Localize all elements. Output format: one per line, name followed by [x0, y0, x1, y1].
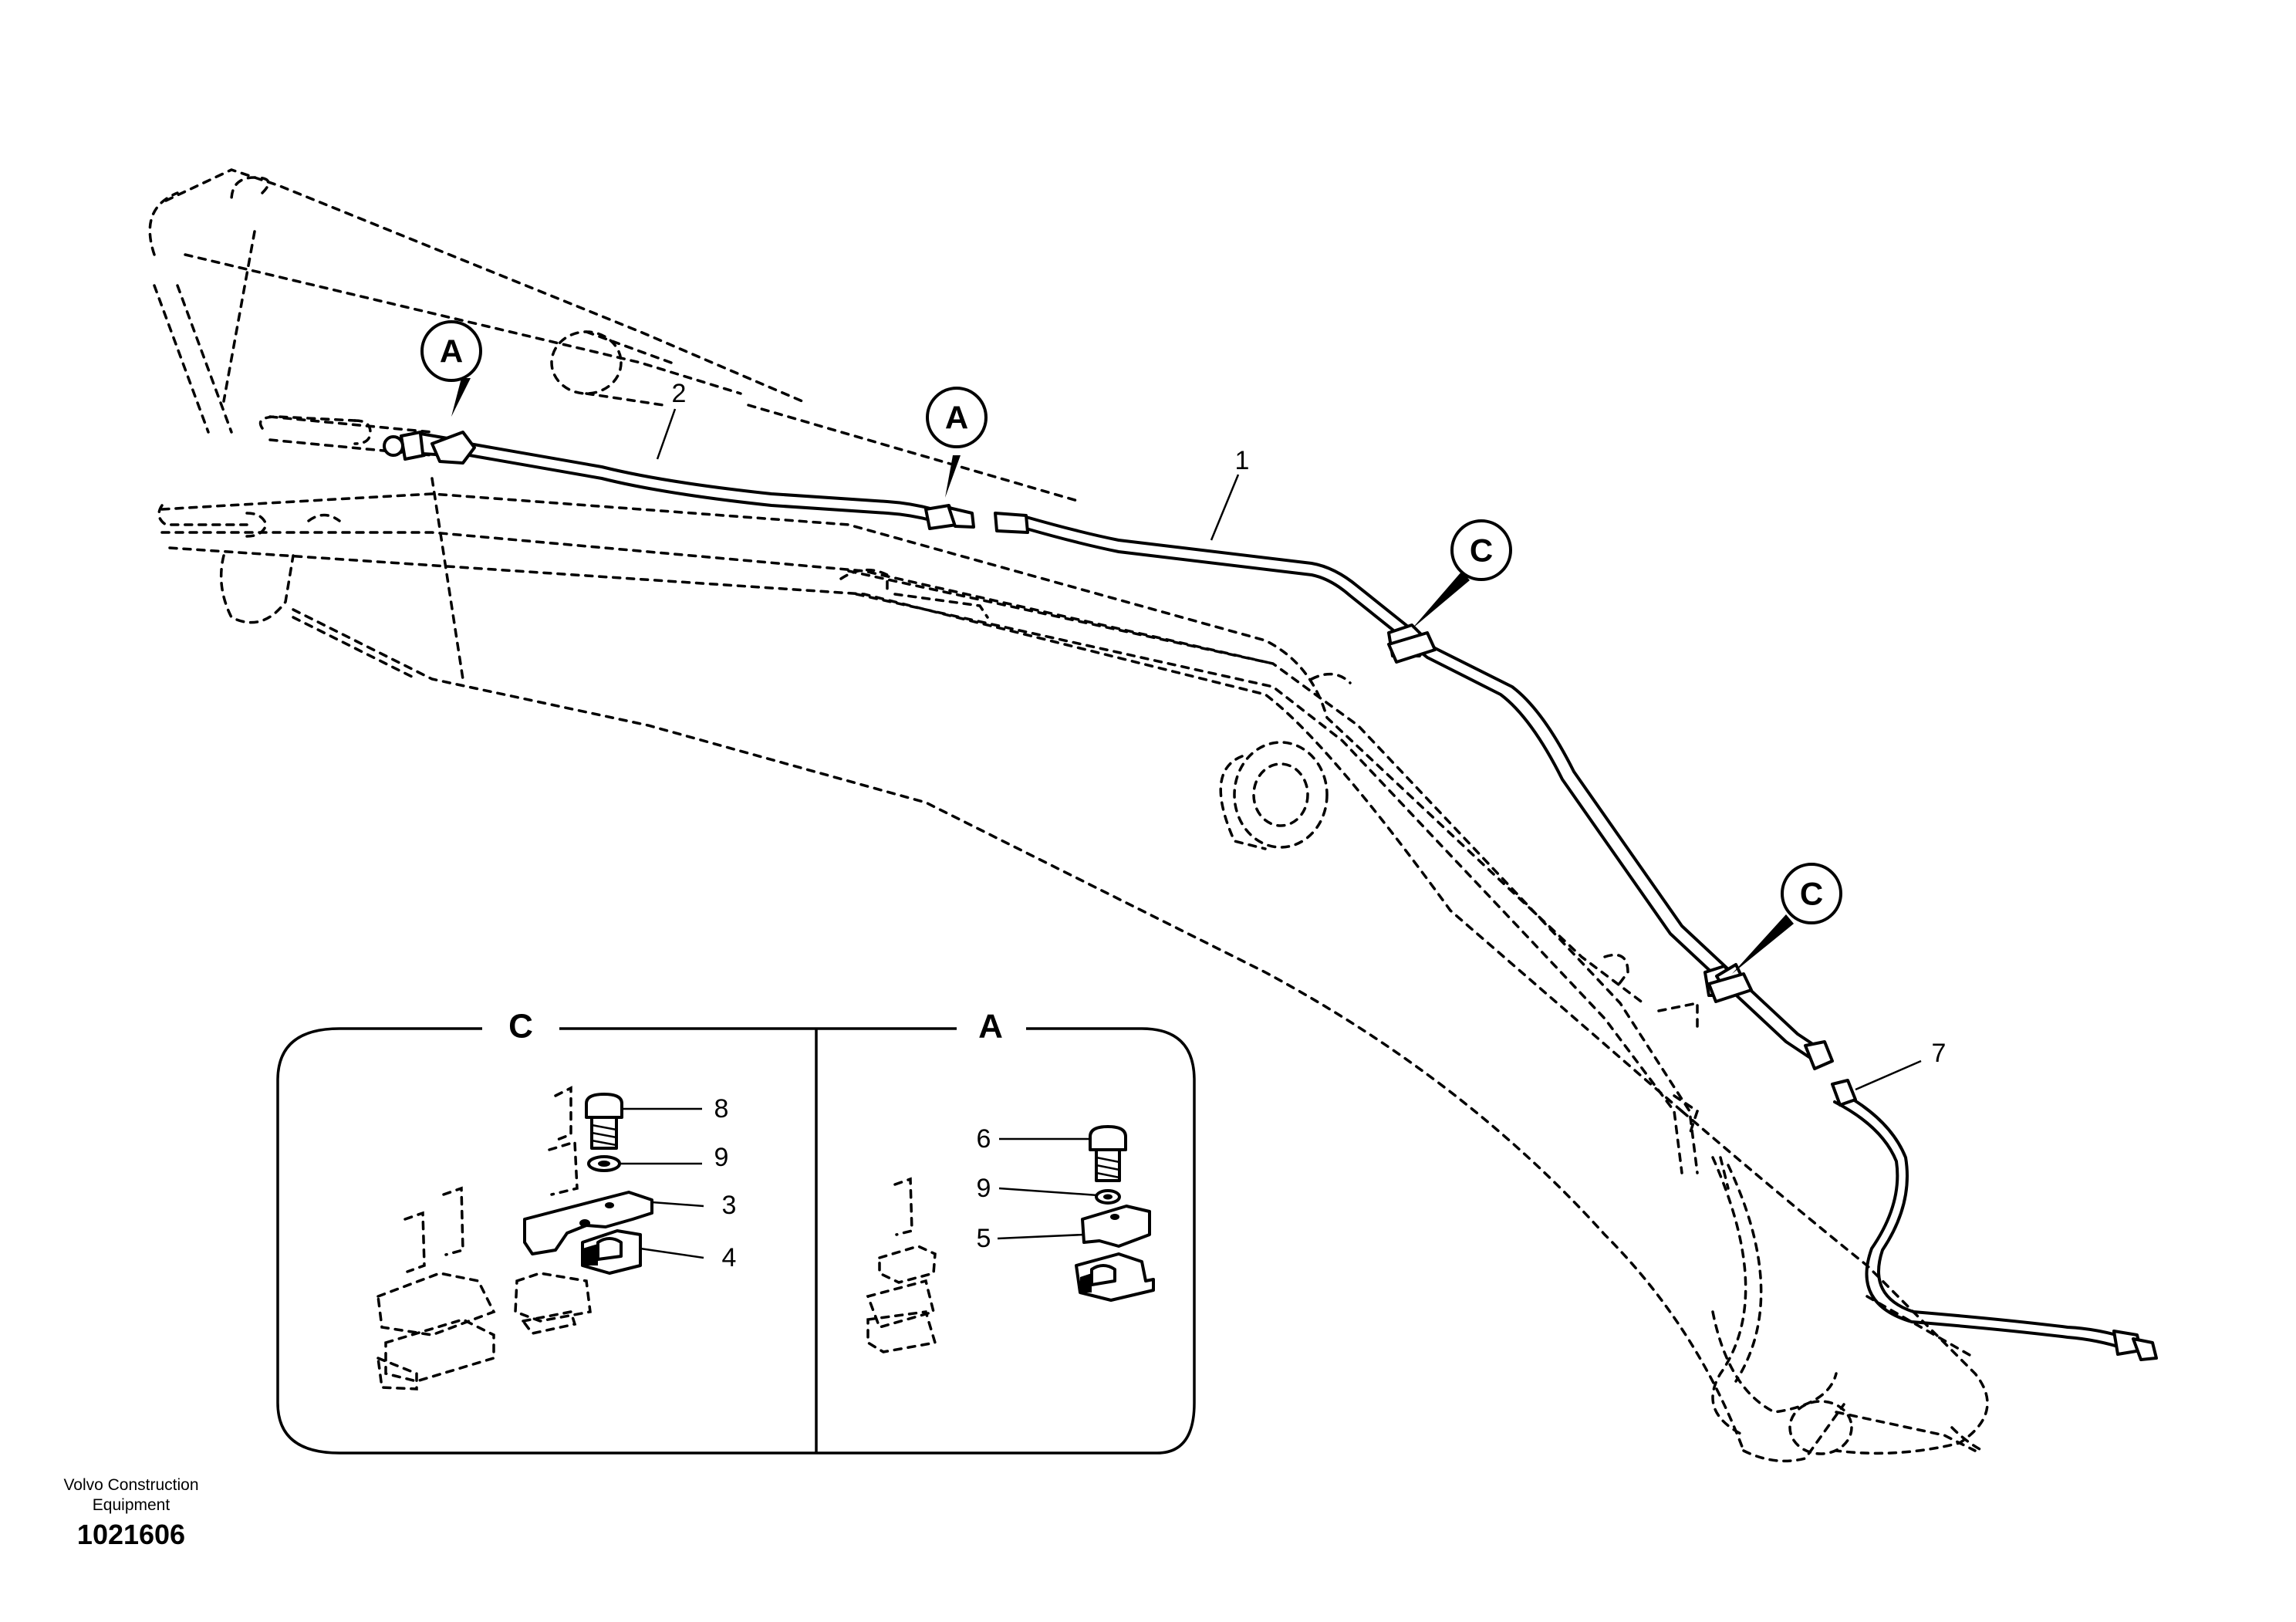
callout-c-upper-label: C	[1470, 532, 1493, 569]
document-number: 1021606	[76, 1519, 186, 1550]
item-number-2: 2	[672, 379, 687, 408]
panel-c-clamp-bottom	[581, 1229, 642, 1275]
tube-clamps	[1387, 631, 1753, 1003]
callout-c-upper: C	[1412, 519, 1512, 629]
panel-c-item-8: 8	[714, 1094, 729, 1124]
panel-a-item-9: 9	[977, 1174, 991, 1203]
panel-c-item-9: 9	[714, 1143, 729, 1172]
detail-panel: C A	[276, 1008, 1196, 1455]
panel-a-bolt	[1089, 1125, 1127, 1182]
tube-1	[1025, 515, 1822, 1059]
panel-c-dashed-bracket	[376, 1086, 592, 1391]
panel-c-bolt	[585, 1093, 623, 1150]
panel-a-item-6: 6	[977, 1124, 991, 1154]
manufacturer-line-2: Equipment	[92, 1496, 171, 1514]
panel-c-clamp-top	[523, 1191, 653, 1255]
panel-a-item-5: 5	[977, 1224, 991, 1253]
panel-a-washer	[1095, 1189, 1121, 1205]
panel-c-washer	[587, 1155, 621, 1172]
callout-a-left: A	[420, 320, 482, 417]
manufacturer-line-1: Volvo Construction	[63, 1476, 199, 1494]
callout-c-lower-label: C	[1800, 876, 1823, 912]
callout-a-left-label: A	[440, 333, 463, 370]
callout-c-lower: C	[1732, 863, 1842, 974]
hose-7	[1833, 1090, 2131, 1350]
panel-a-dashed-bracket	[866, 1177, 937, 1353]
tube-2	[446, 438, 935, 522]
panel-c-leaders: 8 9 3 4	[620, 1094, 736, 1272]
callout-a-right: A	[926, 387, 988, 498]
panel-a-title: A	[978, 1008, 1003, 1046]
panel-a-leaders: 6 9 5	[977, 1124, 1099, 1253]
panel-c-title: C	[508, 1008, 533, 1046]
item-number-7: 7	[1932, 1039, 1947, 1068]
item-number-1: 1	[1235, 446, 1250, 475]
boom-outline	[148, 168, 1989, 1463]
panel-a-clamp-bottom	[1075, 1252, 1155, 1302]
panel-c-item-3: 3	[722, 1191, 737, 1220]
item-label-7: 7	[1855, 1039, 1947, 1091]
item-label-2: 2	[656, 379, 687, 460]
manufacturer-label: Volvo Construction Equipment	[31, 1475, 231, 1516]
upper-dashed-fittings	[157, 415, 1984, 1452]
panel-a-clamp-top	[1081, 1205, 1151, 1248]
item-label-1: 1	[1210, 446, 1250, 541]
callout-a-right-label: A	[945, 400, 968, 436]
panel-c-item-4: 4	[722, 1243, 737, 1272]
